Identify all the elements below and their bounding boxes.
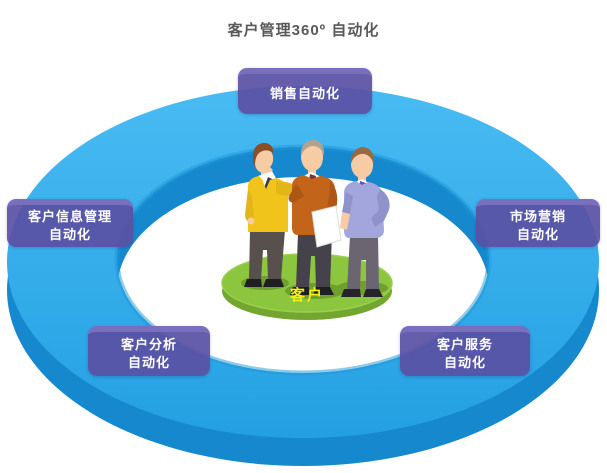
node-label-line: 客户分析 [120,337,177,352]
node-label-line: 自动化 [443,355,486,370]
node-label-line: 客户信息管理 [27,209,112,224]
node-label-line: 自动化 [516,227,559,242]
node-customer-info-management: 客户信息管理 自动化 [7,199,133,247]
diagram-title: 客户管理360º 自动化 [227,22,380,39]
node-label-line: 销售自动化 [269,86,340,101]
customer-platform-label: 客户 [289,287,324,304]
node-label-line: 市场营销 [509,209,566,224]
node-customer-analysis: 客户分析 自动化 [88,326,210,376]
node-label-line: 客户服务 [436,337,493,352]
node-sales-automation: 销售自动化 [238,68,372,114]
businessman-yellow-jacket-icon [244,143,307,287]
businessman-orange-jacket-icon [288,140,342,295]
node-label-line: 自动化 [127,355,170,370]
node-label-line: 自动化 [48,227,91,242]
node-marketing-automation: 市场营销 自动化 [476,199,600,247]
node-customer-service: 客户服务 自动化 [400,326,530,376]
businessman-purple-sweater-icon [340,147,390,297]
